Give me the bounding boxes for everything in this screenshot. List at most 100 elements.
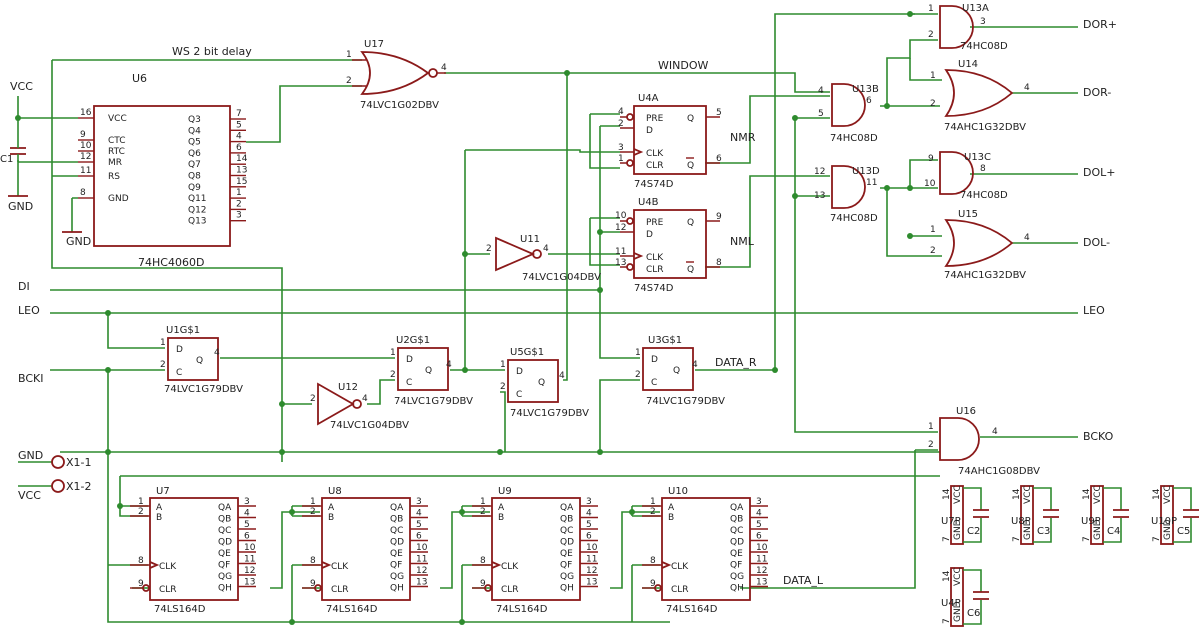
cap-ref: C6	[967, 608, 980, 619]
pin-number: 14	[236, 154, 248, 164]
svg-text:2: 2	[635, 370, 641, 380]
pad-x1-1[interactable]	[51, 455, 65, 469]
ref-u11: U11	[520, 234, 540, 245]
svg-text:CLK: CLK	[646, 149, 664, 159]
pin-label: A	[156, 503, 163, 513]
pin-label: GND	[1023, 519, 1033, 540]
gate-u15[interactable]: U15 74AHC1G32DBV 1 2 4	[930, 209, 1030, 281]
flipflop-u4a[interactable]: U4A 74S74D PRE D CLK CLR Q Q 4 2 3 1 5 6	[618, 93, 722, 190]
value-u4a: 74S74D	[634, 179, 674, 190]
value-u13b: 74HC08D	[830, 133, 878, 144]
pin-label: GND	[108, 194, 129, 204]
pin-label: QC	[730, 526, 743, 536]
net-data-l: DATA_L	[783, 574, 824, 587]
inverter-u11[interactable]: U11 74LVC1G04DBV 2 4	[486, 234, 601, 283]
pin-number: 5	[586, 520, 592, 530]
pin-label: VCC	[1023, 485, 1033, 504]
pin-number: 5	[244, 520, 250, 530]
ref-u1: U1G$1	[166, 325, 200, 336]
shiftreg-u8[interactable]: U874LS164D1A2B8CLK9CLR3QA4QB5QC6QD10QE11…	[302, 486, 428, 615]
pin-label: Q6	[188, 149, 201, 159]
flipflop-u1[interactable]: U1G$1 74LVC1G79DBV D C Q 1 2 4	[160, 325, 243, 395]
flipflop-u4b[interactable]: U4B 74S74D PRE D CLK CLR Q Q 10 12 11 13…	[615, 197, 722, 294]
pin-number: 6	[244, 532, 250, 542]
net-nml: NML	[730, 235, 755, 248]
gate-u16[interactable]: U16 74AHC1G08DBV 1 2 4	[928, 406, 1040, 477]
pin-number: 11	[416, 555, 427, 565]
flipflop-u2[interactable]: U2G$1 74LVC1G79DBV D C Q 1 2 4	[390, 335, 473, 407]
gate-u13c[interactable]: U13C 74HC08D 9 10 8	[924, 151, 1008, 201]
gate-u17[interactable]: U17 74LVC1G02DBV 1 2 4	[346, 39, 447, 111]
flipflop-u3[interactable]: U3G$1 74LVC1G79DBV D C Q 1 2 4	[635, 335, 725, 407]
svg-text:12: 12	[814, 167, 825, 177]
svg-text:2: 2	[310, 394, 316, 404]
pin-number: 4	[416, 509, 422, 519]
pin-label: A	[668, 503, 675, 513]
value-u13c: 74HC08D	[960, 190, 1008, 201]
ref-u6: U6	[132, 72, 147, 85]
pin-label: QA	[730, 503, 744, 513]
ref-u14: U14	[958, 59, 978, 70]
pin-number: 1	[310, 497, 316, 507]
svg-text:Q: Q	[196, 356, 203, 366]
chip-value: 74LS164D	[496, 604, 548, 615]
value-u1: 74LVC1G79DBV	[164, 384, 243, 395]
shiftreg-u10[interactable]: U1074LS164D1A2B8CLK9CLR3QA4QB5QC6QD10QE1…	[642, 486, 768, 615]
svg-text:6: 6	[716, 154, 722, 164]
shiftreg-u9[interactable]: U974LS164D1A2B8CLK9CLR3QA4QB5QC6QD10QE11…	[472, 486, 598, 615]
net-gnd: GND	[8, 200, 33, 213]
shiftreg-u7[interactable]: U774LS164D1A2B8CLK9CLR3QA4QB5QC6QD10QE11…	[130, 486, 256, 615]
net-ws-delay: WS 2 bit delay	[172, 45, 252, 58]
pin-label: QF	[218, 561, 230, 571]
pin-label: QH	[560, 584, 574, 594]
pin-label: QD	[730, 538, 744, 548]
pin-number: 14	[1082, 488, 1092, 500]
pin-label: Q9	[188, 183, 201, 193]
svg-text:1: 1	[928, 422, 934, 432]
pin-label: QH	[218, 584, 232, 594]
svg-text:1: 1	[500, 360, 506, 370]
chip-u6[interactable]: U6 74HC4060D 16VCC9CTC10RTC12MR11RS8GND …	[78, 72, 248, 269]
pin-number: 6	[416, 532, 422, 542]
pin-number: 13	[756, 578, 767, 588]
value-u13d: 74HC08D	[830, 213, 878, 224]
pin-number: 5	[756, 520, 762, 530]
gate-u13d[interactable]: U13D 74HC08D 12 13 11	[814, 165, 880, 224]
svg-text:Q: Q	[425, 366, 432, 376]
pin-label: GND	[1093, 519, 1103, 540]
value-u17: 74LVC1G02DBV	[360, 100, 439, 111]
net-data-r: DATA_R	[715, 356, 757, 369]
inverter-u12[interactable]: U12 74LVC1G04DBV 2 4	[310, 382, 409, 431]
ref-u13a: U13A	[962, 3, 989, 14]
flipflop-u5[interactable]: U5G$1 74LVC1G79DBV D C Q 1 2 4	[500, 347, 589, 419]
pin-number: 14	[942, 570, 952, 582]
svg-text:4: 4	[446, 360, 452, 370]
gate-u13a[interactable]: U13A 74HC08D 1 2 3	[928, 3, 1008, 52]
pad-x1-2[interactable]	[51, 479, 65, 493]
pin-label: MR	[108, 158, 122, 168]
cap-c1[interactable]: C1	[0, 140, 26, 165]
pin-number: 1	[236, 188, 242, 198]
pin-label: QF	[390, 561, 402, 571]
svg-text:12: 12	[615, 223, 626, 233]
cap-ref: C2	[967, 526, 980, 537]
pin-label: B	[156, 513, 162, 523]
pin-number: 4	[244, 509, 250, 519]
pin-number: 9	[480, 579, 486, 589]
pin-label: A	[328, 503, 335, 513]
pin-number: 7	[1152, 536, 1162, 542]
net-gnd-in: GND	[18, 449, 43, 462]
svg-text:4: 4	[441, 63, 447, 73]
gate-u13b[interactable]: U13B 74HC08D 4 5 6	[818, 83, 879, 144]
ref-u3: U3G$1	[648, 335, 682, 346]
gate-u14[interactable]: U14 74AHC1G32DBV 1 2 4	[930, 59, 1030, 133]
pin-label: QD	[560, 538, 574, 548]
pin-label: QG	[218, 572, 232, 582]
chip-ref: U10	[668, 486, 688, 497]
pin-label: CLR	[671, 585, 689, 595]
